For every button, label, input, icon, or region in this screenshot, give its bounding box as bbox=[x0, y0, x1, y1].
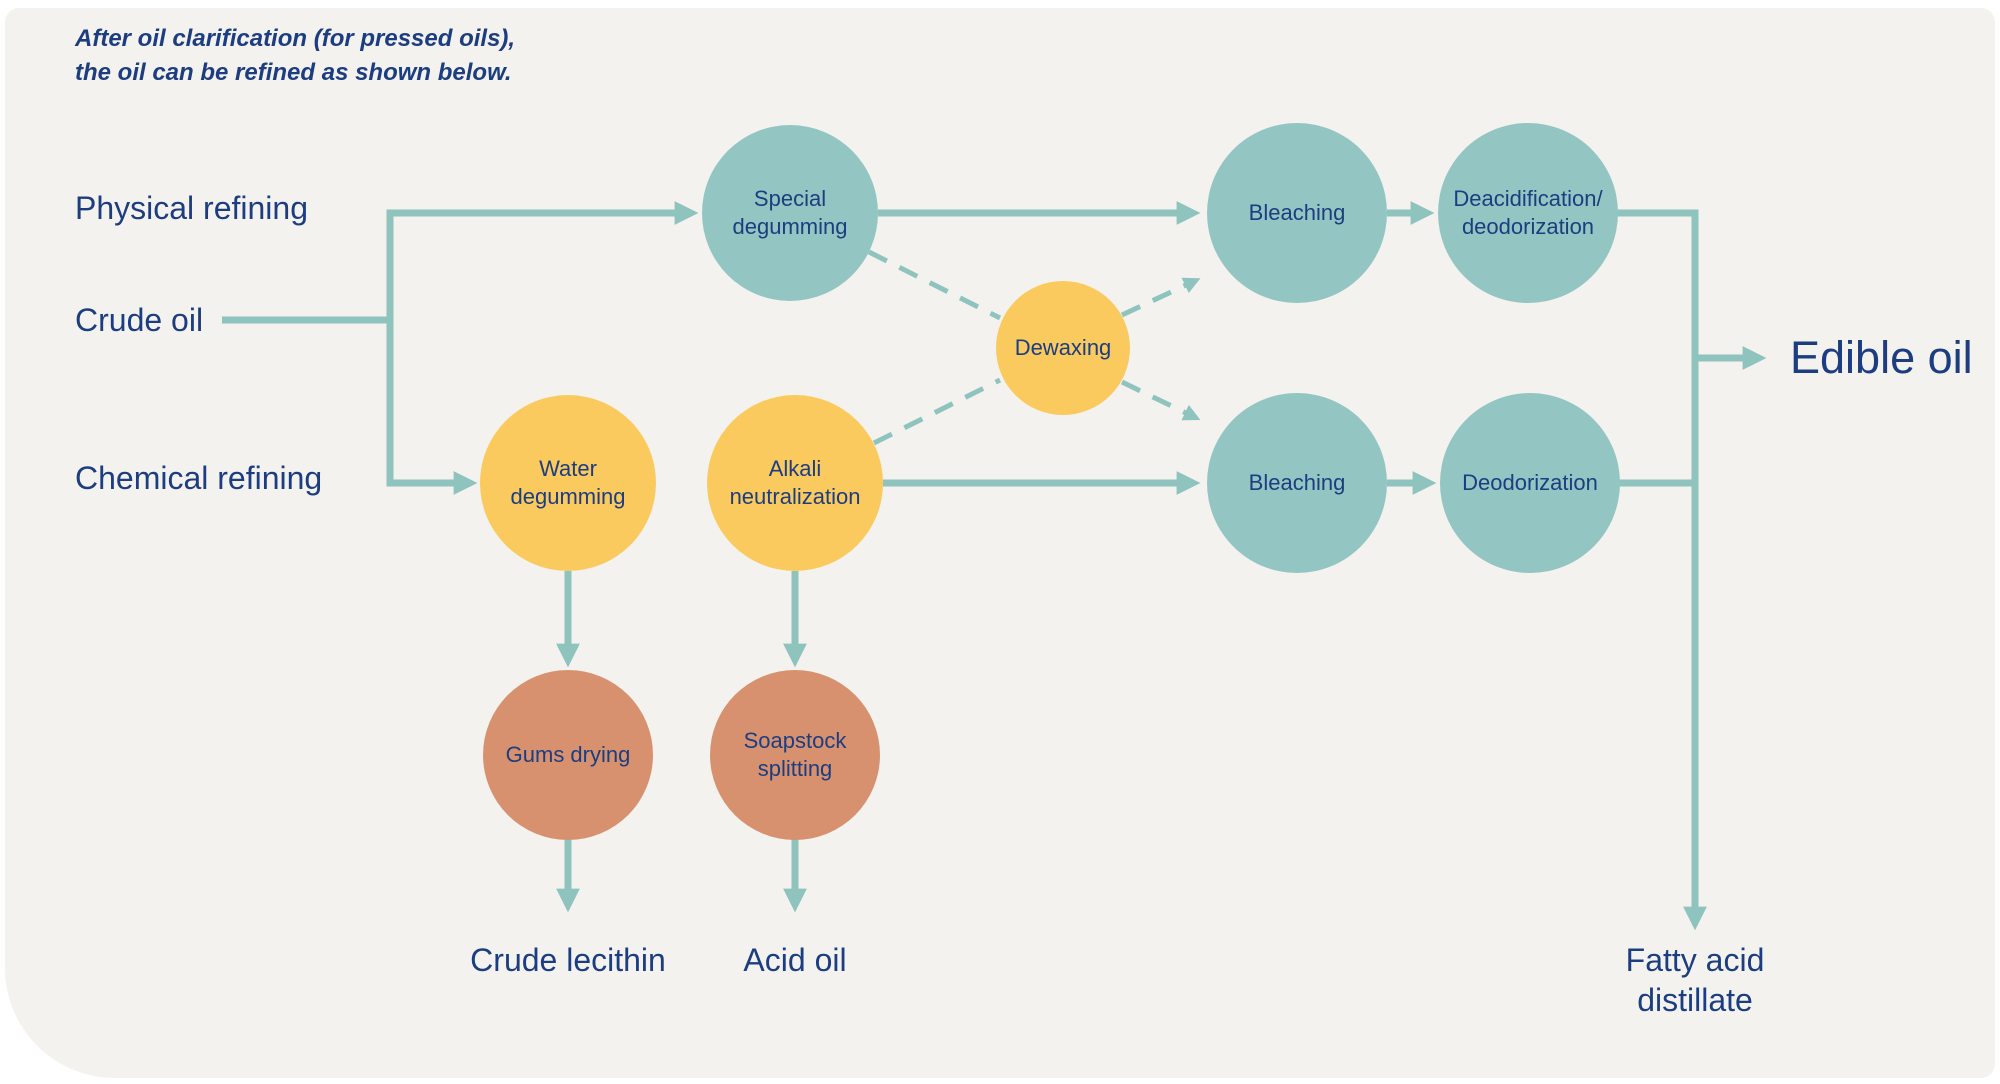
dashed-alkali-to-dewaxing bbox=[872, 377, 1002, 446]
caption-line-2: the oil can be refined as shown below. bbox=[75, 59, 512, 86]
node-deacidification-deodorization: Deacidification/ deodorization bbox=[1438, 123, 1618, 303]
node-special-degumming: Special degumming bbox=[702, 125, 878, 301]
node-gums-drying: Gums drying bbox=[483, 670, 653, 840]
node-deacidification-label: Deacidification/ deodorization bbox=[1453, 186, 1603, 239]
background-panel bbox=[5, 8, 1995, 1078]
node-water-degumming-label: Water degumming bbox=[510, 456, 626, 509]
label-acid-oil: Acid oil bbox=[743, 942, 847, 978]
node-alkali-neutralization: Alkali neutralization bbox=[707, 395, 883, 571]
dashed-arrow-dewaxing-to-bleaching-bottom bbox=[1120, 379, 1201, 421]
node-dewaxing-label: Dewaxing bbox=[1014, 335, 1112, 360]
line-deacidification-to-fatty-acid bbox=[1616, 209, 1707, 931]
caption: After oil clarification (for pressed oil… bbox=[75, 22, 715, 90]
label-chemical-refining: Chemical refining bbox=[75, 460, 323, 496]
node-bleaching-bottom: Bleaching bbox=[1207, 393, 1387, 573]
node-gums-drying-label: Gums drying bbox=[505, 742, 631, 767]
label-fatty-acid-distillate: Fatty acid distillate bbox=[1625, 942, 1765, 1018]
node-alkali-neutralization-label: Alkali neutralization bbox=[729, 456, 861, 509]
label-crude-oil: Crude oil bbox=[75, 302, 204, 338]
node-dewaxing: Dewaxing bbox=[996, 281, 1130, 415]
node-water-degumming: Water degumming bbox=[480, 395, 656, 571]
caption-line-1: After oil clarification (for pressed oil… bbox=[75, 25, 516, 52]
label-edible-oil: Edible oil bbox=[1790, 332, 1973, 383]
dashed-arrow-dewaxing-to-bleaching-top bbox=[1120, 277, 1201, 318]
label-crude-lecithin: Crude lecithin bbox=[470, 942, 666, 978]
node-bleaching-bottom-label: Bleaching bbox=[1248, 470, 1346, 495]
node-bleaching-top: Bleaching bbox=[1207, 123, 1387, 303]
node-deodorization-label: Deodorization bbox=[1462, 470, 1598, 495]
node-deodorization: Deodorization bbox=[1440, 393, 1620, 573]
label-physical-refining: Physical refining bbox=[75, 190, 308, 226]
node-special-degumming-label: Special degumming bbox=[732, 186, 848, 239]
node-soapstock-splitting: Soapstock splitting bbox=[710, 670, 880, 840]
node-bleaching-top-label: Bleaching bbox=[1248, 200, 1346, 225]
node-soapstock-splitting-label: Soapstock splitting bbox=[743, 728, 847, 781]
dashed-special-to-dewaxing bbox=[867, 249, 1002, 321]
